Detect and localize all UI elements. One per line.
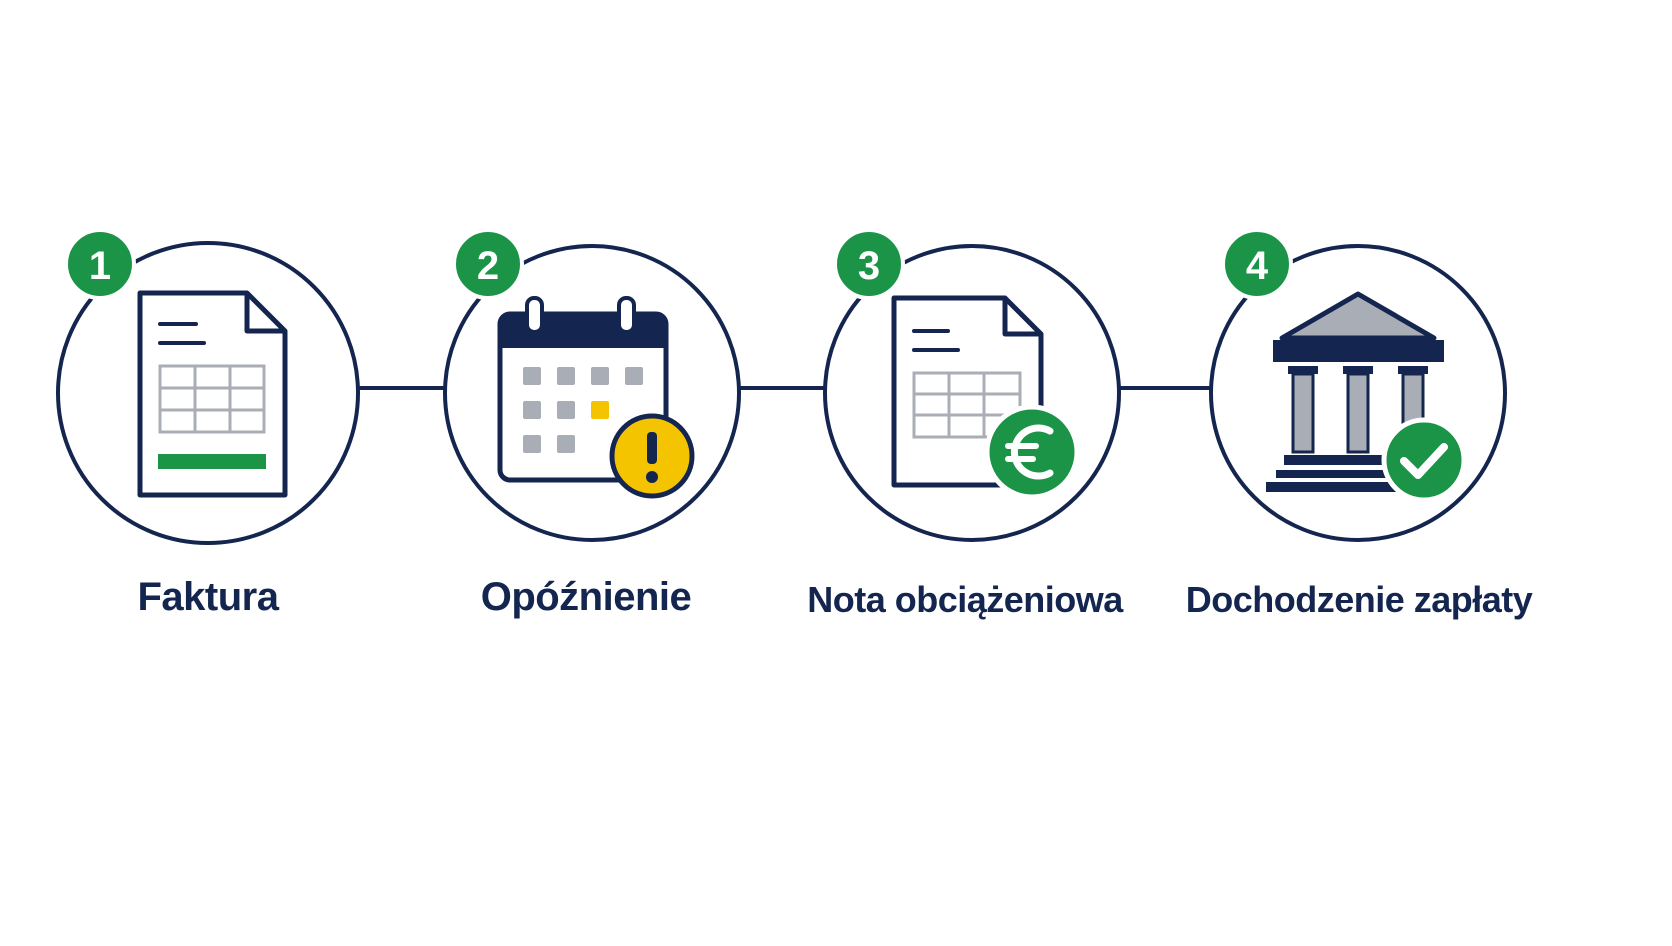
step-1-label: Faktura <box>137 575 280 619</box>
invoice-icon <box>137 290 288 498</box>
step-3-number-badge: 3 <box>833 228 905 300</box>
step-3-label: Nota obciążeniowa <box>807 579 1123 620</box>
step-2-number-badge: 2 <box>452 228 524 300</box>
step-4-number-badge: 4 <box>1221 228 1293 300</box>
step-2: 2 <box>443 228 741 542</box>
step-4: 4 <box>1209 228 1507 542</box>
step-3: 3 <box>823 228 1121 542</box>
step-2-number: 2 <box>477 244 499 288</box>
check-icon <box>1381 417 1467 503</box>
bank-check-icon <box>1266 291 1467 503</box>
calendar-warning-icon <box>497 296 695 499</box>
step-1: 1 <box>56 228 360 545</box>
euro-icon <box>984 404 1080 500</box>
step-4-number: 4 <box>1246 244 1269 288</box>
step-1-number: 1 <box>89 244 111 288</box>
warning-icon <box>609 413 695 499</box>
step-4-label: Dochodzenie zapłaty <box>1185 579 1533 620</box>
debit-note-euro-icon <box>891 295 1080 500</box>
step-1-number-badge: 1 <box>64 228 136 300</box>
step-3-number: 3 <box>858 244 880 288</box>
step-2-label: Opóźnienie <box>480 575 692 619</box>
